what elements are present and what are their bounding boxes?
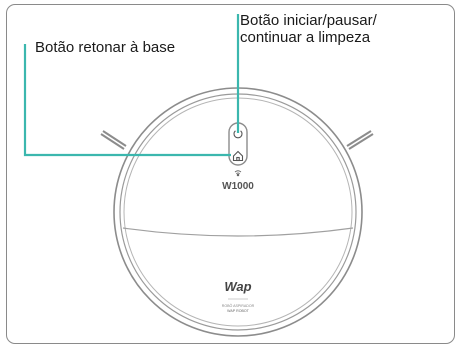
side-brush-left xyxy=(100,130,127,150)
wifi-icon xyxy=(234,170,242,177)
callout-return-to-base: Botão retonar à base xyxy=(35,39,175,56)
model-label: W1000 xyxy=(222,181,254,192)
home-icon xyxy=(232,150,244,162)
side-brush-right xyxy=(346,130,374,150)
callout-return-to-base-text: Botão retonar à base xyxy=(35,39,176,56)
sub-brand-line1: ROBÔ ASPIRADOR xyxy=(222,303,255,308)
brand-logo: Wap xyxy=(224,279,251,294)
diagram-frame xyxy=(6,4,455,344)
callout-start-pause-line2: continuar a limpeza xyxy=(240,29,371,46)
callout-start-pause-line1: Botão iniciar/pausar/ xyxy=(240,12,377,29)
bumper-seam xyxy=(122,227,354,237)
callout-start-pause: Botão iniciar/pausar/ continuar a limpez… xyxy=(240,12,377,46)
callout-line-base xyxy=(23,44,231,157)
sub-brand-line2: WAP ROBOT xyxy=(227,309,250,313)
